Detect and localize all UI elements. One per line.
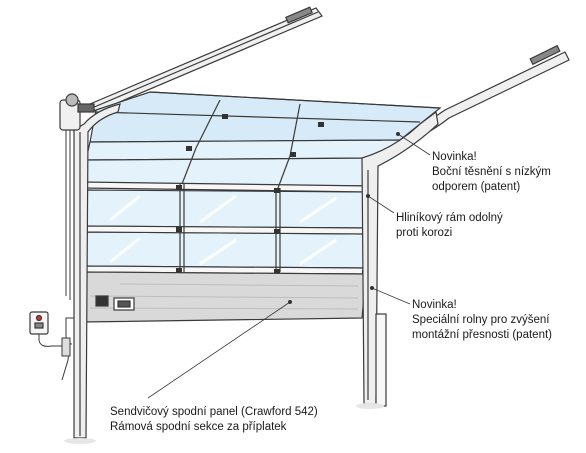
callout-bottom-panel-line-1: Sendvičový spodní panel (Crawford 542) <box>110 406 318 418</box>
leader-dots <box>288 132 400 304</box>
leader-lines <box>147 133 431 399</box>
callout-bottom-panel-line-2: Rámová spodní sekce za příplatek <box>110 421 287 433</box>
callout-aluminium-frame: Hliníkový rám odolný proti korozi <box>396 211 503 241</box>
cable-spring <box>61 317 74 357</box>
motor-operator <box>59 93 95 300</box>
callout-rollers-line-1: Novinka! <box>412 299 457 311</box>
callout-bottom-panel: Sendvičový spodní panel (Crawford 542) R… <box>110 405 318 435</box>
control-box <box>29 311 70 381</box>
callout-side-seal-line-1: Novinka! <box>432 151 477 163</box>
callout-side-seal: Novinka! Boční těsnění s nízkým odporem … <box>432 150 551 195</box>
floor-shadows <box>64 403 384 444</box>
callout-rollers: Novinka! Speciální rolny pro zvýšení mon… <box>412 298 552 343</box>
callout-side-seal-line-2: Boční těsnění s nízkým <box>432 166 551 178</box>
callout-aluminium-frame-line-2: proti korozi <box>396 227 453 239</box>
callout-rollers-line-3: montážní přesnosti (patent) <box>412 329 552 341</box>
glazed-sections <box>81 147 381 275</box>
callout-side-seal-line-3: odporem (patent) <box>432 181 521 193</box>
callout-rollers-line-2: Speciální rolny pro zvýšení <box>412 314 550 326</box>
side-post-right <box>375 313 387 407</box>
bottom-panel <box>81 271 367 323</box>
top-section <box>85 91 442 161</box>
right-track <box>361 110 439 405</box>
left-track <box>73 103 121 439</box>
callout-aluminium-frame-line-1: Hliníkový rám odolný <box>396 212 503 224</box>
